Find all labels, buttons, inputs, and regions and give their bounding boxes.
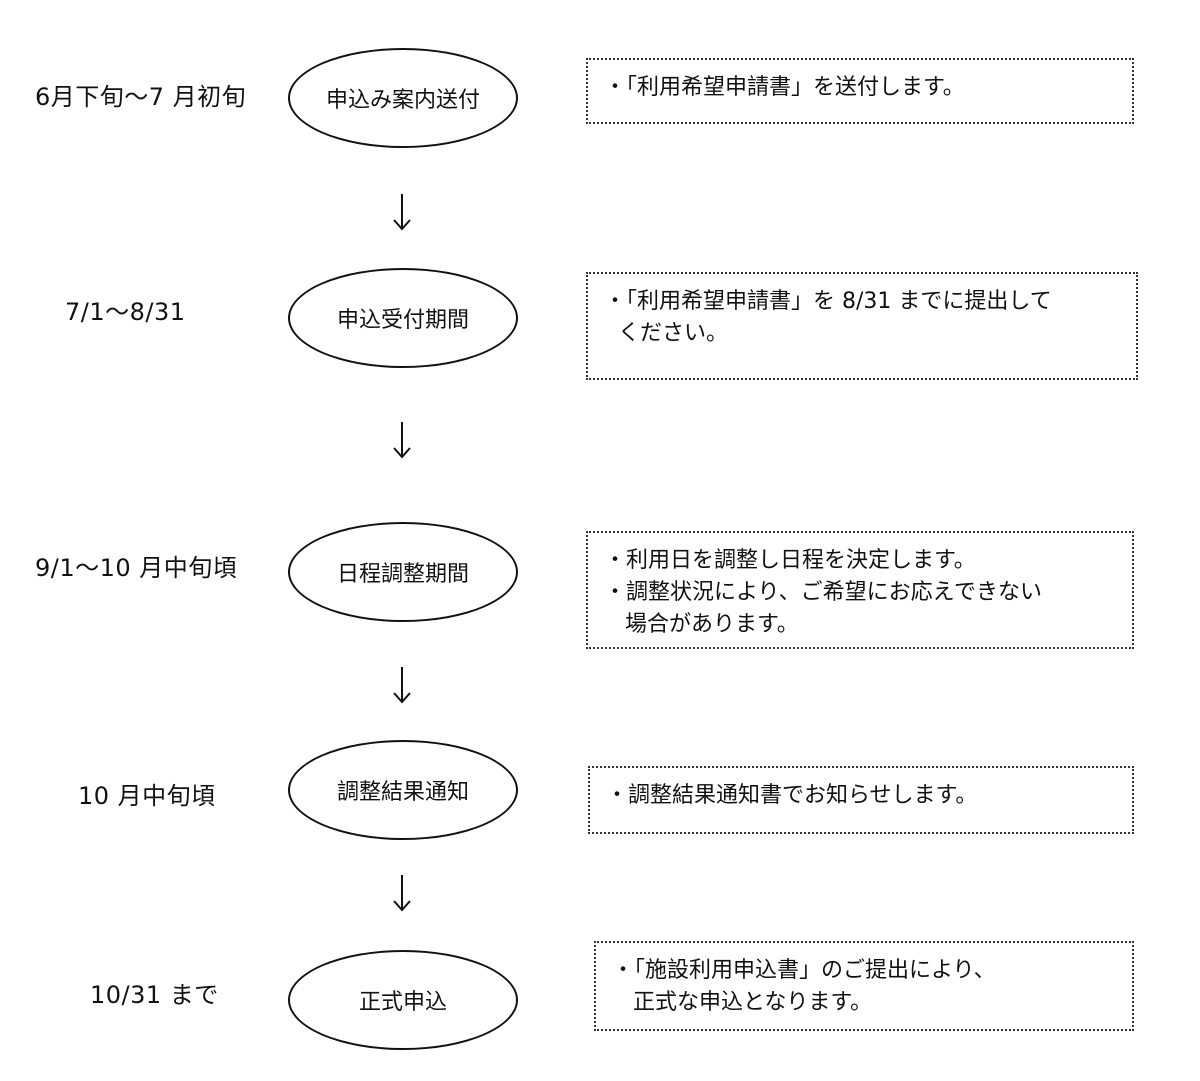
stage-3-ellipse: 日程調整期間 — [288, 522, 518, 622]
stage-5-note-line-1: ・「施設利用申込書」のご提出により、 — [612, 958, 996, 983]
stage-4-label: 調整結果通知 — [336, 780, 469, 805]
stage-3-note-line-1: ・利用日を調整し日程を決定します。 — [604, 548, 976, 573]
stage-1-ellipse: 申込み案内送付 — [288, 48, 518, 148]
down-arrow-2 — [393, 422, 411, 459]
stage-3-note-line-3: 場合があります。 — [604, 612, 799, 637]
stage-5-ellipse: 正式申込 — [288, 950, 518, 1050]
stage-4-date: 10 月中旬頃 — [78, 782, 216, 810]
stage-4-note-line: ・調整結果通知書でお知らせします。 — [606, 783, 978, 808]
stage-3-note-box: ・利用日を調整し日程を決定します。 ・調整状況により、ご希望にお応えできない 場… — [586, 531, 1134, 649]
stage-3-label: 日程調整期間 — [336, 562, 469, 587]
down-arrow-3 — [393, 667, 411, 704]
stage-1-note-box: ・「利用希望申請書」を送付します。 — [586, 58, 1134, 124]
stage-1-date: 6月下旬〜7 月初旬 — [35, 83, 247, 111]
stage-5-note-line-2: 正式な申込となります。 — [612, 990, 873, 1015]
stage-2-note-box: ・「利用希望申請書」を 8/31 までに提出して ください。 — [586, 272, 1138, 380]
stage-3-date: 9/1〜10 月中旬頃 — [35, 554, 238, 582]
stage-1-label: 申込み案内送付 — [325, 88, 480, 113]
down-arrow-1 — [393, 194, 411, 231]
stage-4-note-box: ・調整結果通知書でお知らせします。 — [588, 766, 1134, 834]
stage-2-note-line-2: ください。 — [604, 321, 728, 346]
stage-4-ellipse: 調整結果通知 — [288, 740, 518, 840]
stage-1-note-line: ・「利用希望申請書」を送付します。 — [604, 75, 965, 100]
stage-5-label: 正式申込 — [358, 990, 447, 1015]
stage-2-date: 7/1〜8/31 — [65, 298, 186, 326]
down-arrow-4 — [393, 875, 411, 912]
stage-2-note-line-1: ・「利用希望申請書」を 8/31 までに提出して — [604, 289, 1052, 314]
stage-2-label: 申込受付期間 — [336, 308, 469, 333]
stage-5-note-box: ・「施設利用申込書」のご提出により、 正式な申込となります。 — [594, 941, 1134, 1031]
stage-2-ellipse: 申込受付期間 — [288, 268, 518, 368]
stage-3-note-line-2: ・調整状況により、ご希望にお応えできない — [604, 580, 1043, 605]
stage-5-date: 10/31 まで — [90, 981, 219, 1009]
